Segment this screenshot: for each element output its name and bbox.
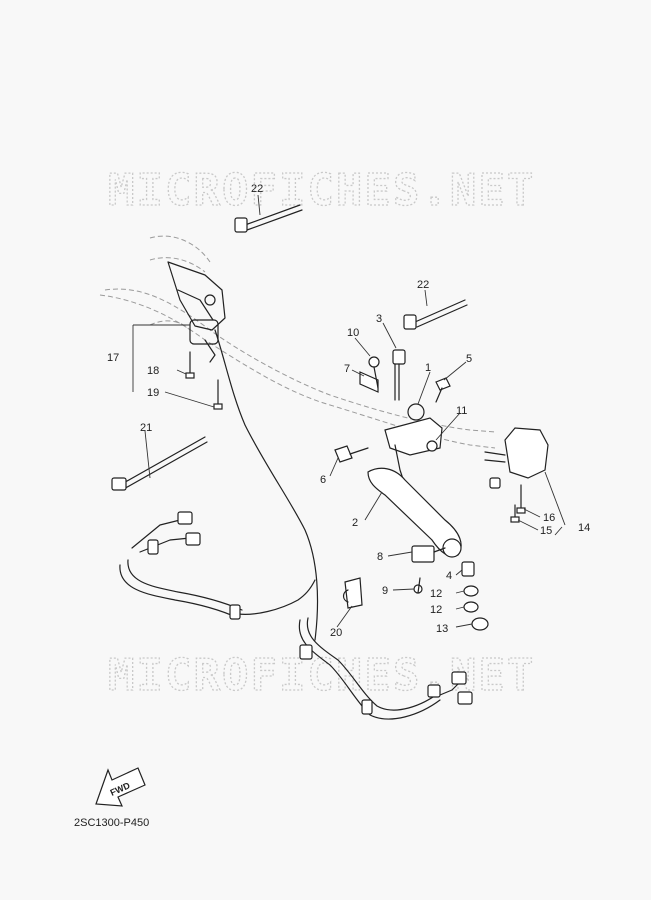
part-22-cable-tie-top — [234, 204, 303, 233]
callout-13: 13 — [436, 623, 448, 635]
callout-18: 18 — [147, 365, 159, 377]
handlebar-ghost — [99, 235, 496, 449]
callout-14: 14 — [578, 522, 590, 534]
part-7-bracket — [359, 371, 379, 393]
part-11-fitting — [426, 440, 438, 452]
part-19-screw — [213, 379, 223, 410]
fwd-arrow: FWD — [95, 767, 146, 807]
callout-3: 3 — [376, 313, 382, 325]
part-13-nut — [471, 617, 489, 631]
callout-10: 10 — [347, 327, 359, 339]
part-22-cable-tie-right — [403, 299, 468, 330]
part-16-screw — [516, 484, 526, 514]
callout-19: 19 — [147, 387, 159, 399]
callout-7: 7 — [344, 363, 350, 375]
callout-6: 6 — [320, 474, 326, 486]
part-5-screw — [435, 377, 451, 403]
part-12-washer-a — [463, 585, 479, 597]
leader-lines — [132, 194, 566, 628]
callout-1: 1 — [425, 362, 431, 374]
diagram-code: 2SC1300-P450 — [74, 817, 149, 829]
callout-2: 2 — [352, 517, 358, 529]
callouts: 22 22 10 3 1 5 7 11 6 2 8 9 4 12 12 13 2… — [107, 183, 590, 639]
part-4-collar — [461, 561, 475, 577]
part-14-handlebar-switch — [484, 427, 549, 489]
part-20-clamp — [342, 577, 363, 609]
part-6-bolt — [334, 445, 369, 463]
callout-12-b: 12 — [430, 604, 442, 616]
part-12-washer-b — [463, 601, 479, 613]
callout-22-top: 22 — [251, 183, 263, 195]
callout-16: 16 — [543, 512, 555, 524]
callout-20: 20 — [330, 627, 342, 639]
part-8-switch — [411, 545, 446, 563]
left-wiring-harness — [119, 511, 316, 620]
watermark-top: MICROFICHES.NET — [108, 165, 535, 216]
part-3-bolt — [392, 349, 406, 401]
callout-11: 11 — [456, 405, 467, 417]
part-9-screw — [413, 577, 423, 594]
throttle-grip-assembly — [167, 261, 226, 363]
callout-9: 9 — [382, 585, 388, 597]
callout-12-a: 12 — [430, 588, 442, 600]
callout-4: 4 — [446, 570, 452, 582]
callout-5: 5 — [466, 353, 472, 365]
right-wiring-harness — [298, 617, 473, 720]
part-10-screw — [368, 356, 380, 389]
callout-8: 8 — [377, 551, 383, 563]
callout-22-right: 22 — [417, 279, 429, 291]
part-21-cable-tie — [111, 436, 208, 491]
part-15-screw — [510, 504, 520, 523]
part-18-screw — [185, 351, 195, 379]
callout-21: 21 — [140, 422, 152, 434]
callout-15: 15 — [540, 525, 552, 537]
callout-17: 17 — [107, 352, 119, 364]
part-2-lever — [367, 467, 462, 558]
throttle-cable — [214, 329, 319, 641]
